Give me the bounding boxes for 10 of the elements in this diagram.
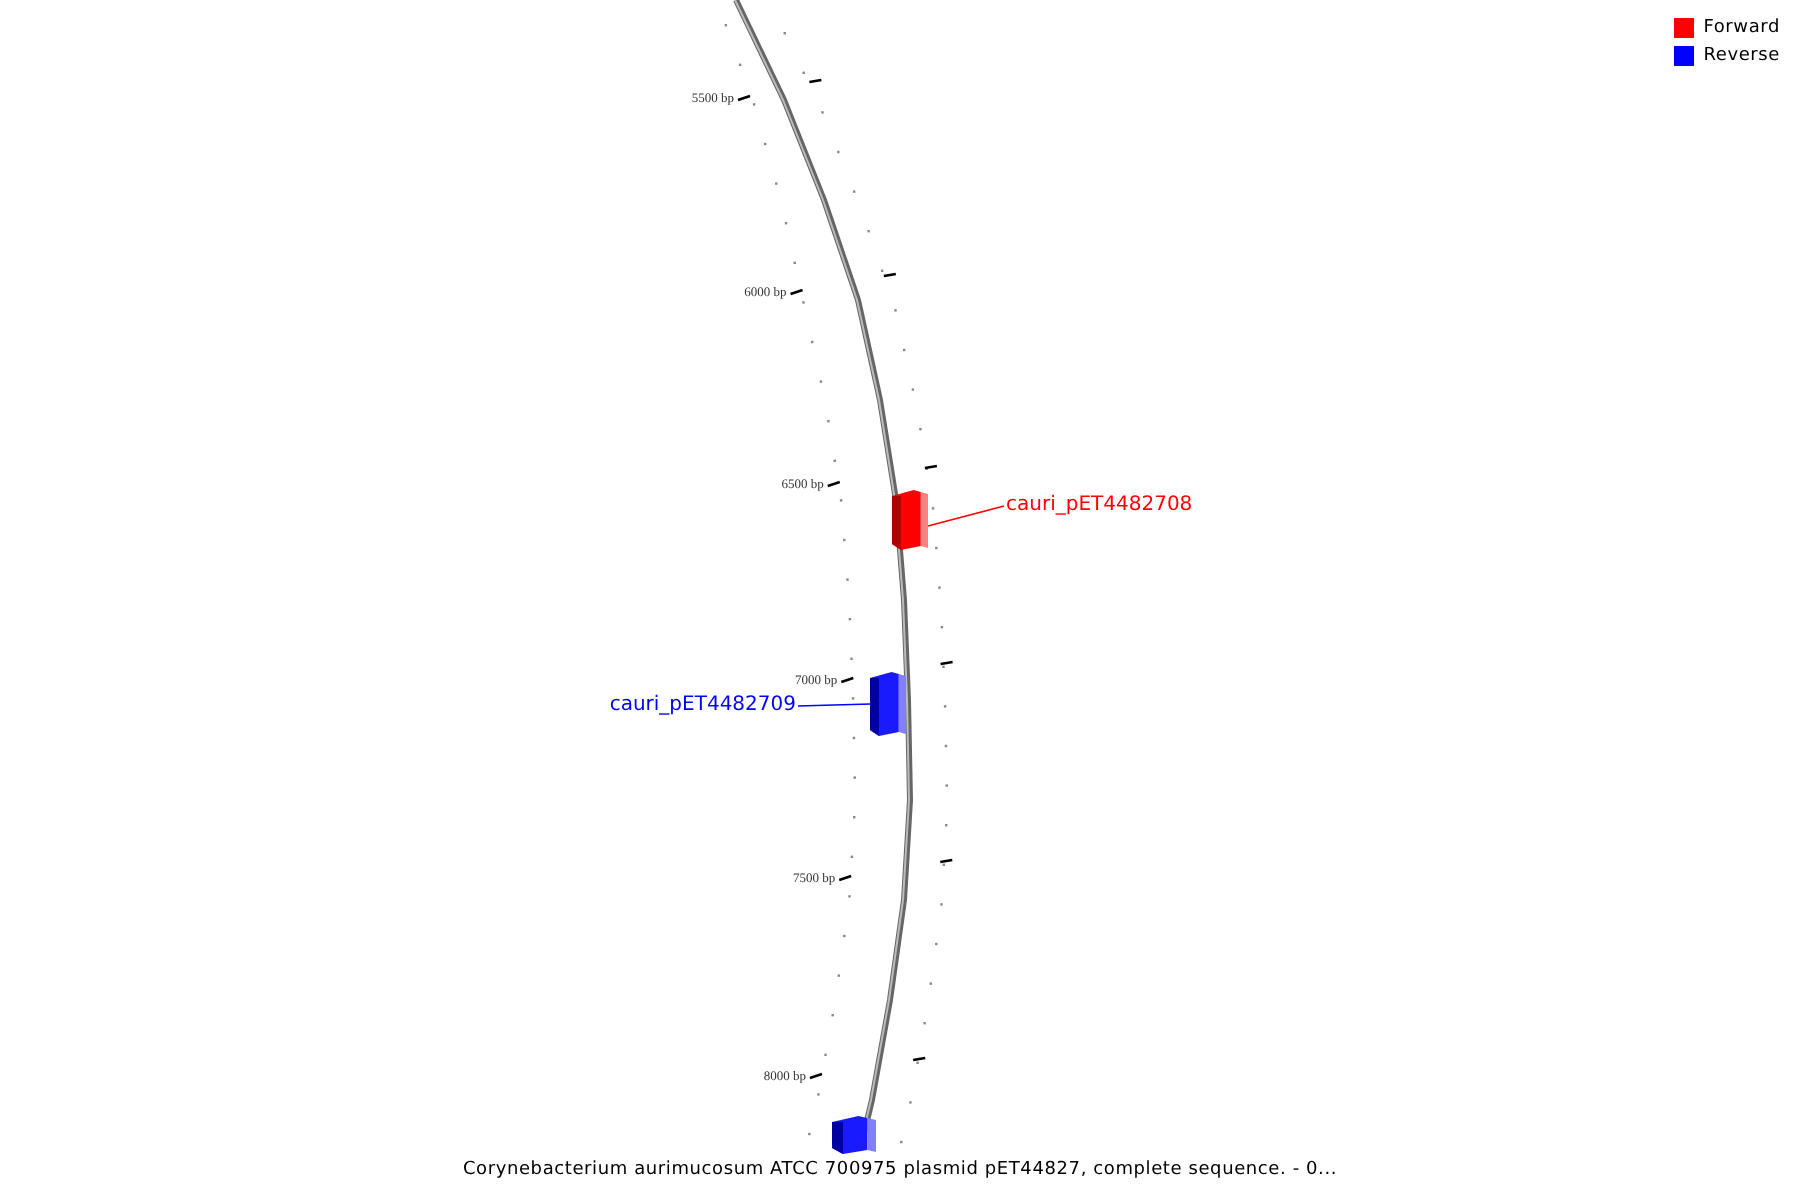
caption: Corynebacterium aurimucosum ATCC 700975 plasmid pET44827, complete sequence. - 0... [460, 1158, 1340, 1184]
gene-label: cauri_pET4482708 [1006, 496, 1193, 516]
legend-label: Forward [1703, 19, 1780, 37]
gene-label: cauri_pET4482709 [609, 696, 796, 716]
gene-arrow [870, 672, 906, 736]
leader-line [797, 703, 871, 707]
gene-arrow [832, 1116, 876, 1154]
leader-line [927, 505, 1005, 527]
gene-arrow [892, 490, 928, 550]
legend-label: Reverse [1703, 47, 1780, 65]
